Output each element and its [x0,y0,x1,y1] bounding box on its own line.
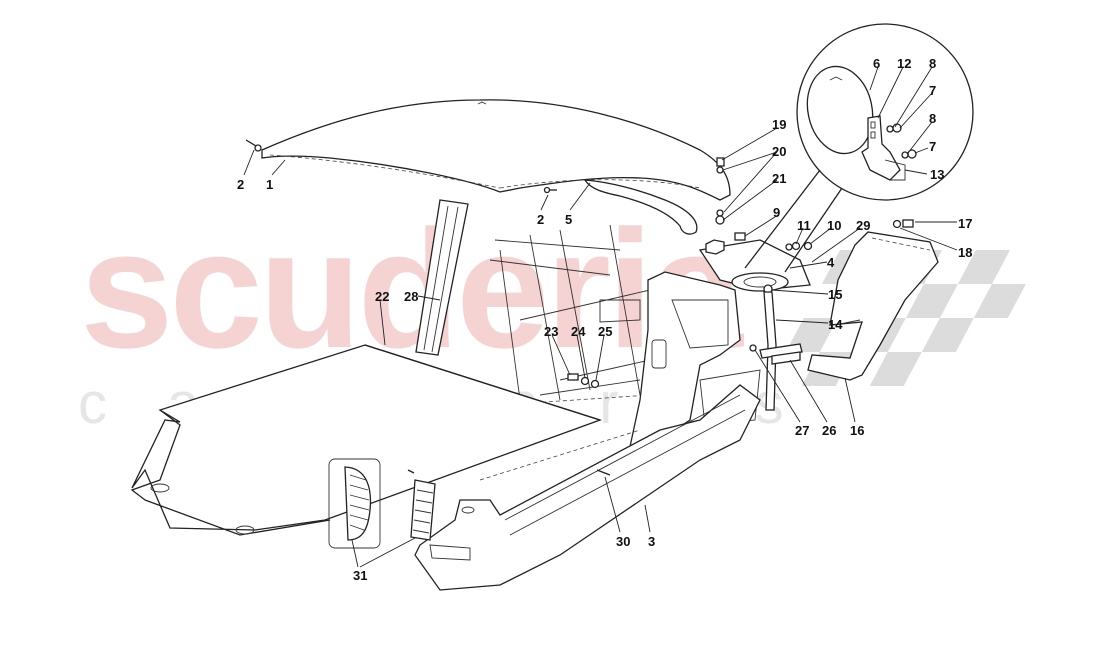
callout-4[interactable]: 4 [827,255,835,270]
callout-2[interactable]: 2 [237,177,245,192]
callout-12[interactable]: 12 [897,56,912,71]
fasteners-17-18 [892,219,914,229]
callout-11[interactable]: 11 [797,218,811,233]
callout-8[interactable]: 8 [929,56,937,71]
callout-2[interactable]: 2 [537,212,545,227]
callout-7[interactable]: 7 [929,139,937,154]
callout-25[interactable]: 25 [598,324,613,339]
floor-mat-outline [130,344,601,536]
callout-17[interactable]: 17 [958,216,973,231]
rear-pillar-trim [583,179,698,235]
roof-panel [245,99,731,201]
inner-door-pillar-trim [623,271,761,472]
callout-23[interactable]: 23 [544,324,559,339]
callout-26[interactable]: 26 [822,423,837,438]
callout-1[interactable]: 1 [266,177,274,192]
callout-15[interactable]: 15 [828,287,843,302]
callout-6[interactable]: 6 [873,56,881,71]
callout-31[interactable]: 31 [353,568,368,583]
side-sill [414,384,761,591]
callout-13[interactable]: 13 [930,167,945,182]
callout-30[interactable]: 30 [616,534,631,549]
callout-22[interactable]: 22 [375,289,390,304]
side-grilles [328,458,436,549]
inner-frame [489,224,651,406]
callout-8[interactable]: 8 [929,111,937,126]
callout-16[interactable]: 16 [850,423,865,438]
fasteners-19-21 [715,157,725,225]
callout-7[interactable]: 7 [929,83,937,98]
callout-14[interactable]: 14 [828,317,843,332]
fuel-filler-assembly [698,232,813,294]
callout-28[interactable]: 28 [404,289,419,304]
callout-29[interactable]: 29 [856,218,871,233]
callout-18[interactable]: 18 [958,245,973,260]
callout-3[interactable]: 3 [648,534,656,549]
watermark-brand: scuderia [80,195,743,383]
sill-clip [596,469,611,476]
callout-21[interactable]: 21 [772,171,787,186]
callout-27[interactable]: 27 [795,423,810,438]
a-pillar-strip [415,199,469,356]
fasteners-23-25 [567,373,600,389]
fuel-flap-detail-circle [744,23,974,273]
callout-leader-lines [243,66,958,568]
callout-19[interactable]: 19 [772,117,787,132]
callout-9[interactable]: 9 [773,205,781,220]
callout-10[interactable]: 10 [827,218,842,233]
rear-inner-panel [807,231,939,381]
callout-20[interactable]: 20 [772,144,787,159]
callout-24[interactable]: 24 [571,324,586,339]
hinge-plate [749,343,803,365]
callout-5[interactable]: 5 [565,212,573,227]
